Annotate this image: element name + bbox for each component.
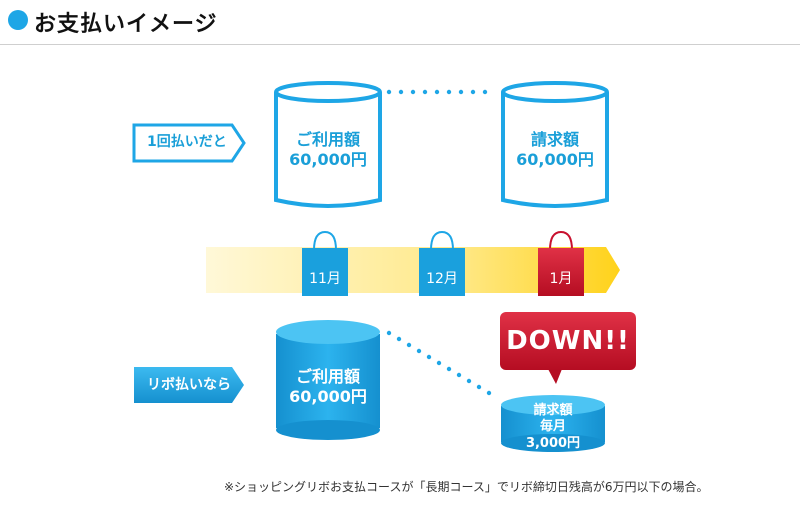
- billing-single-line2: 60,000円: [516, 150, 594, 169]
- month-label-dec: 12月: [426, 271, 458, 287]
- row-label-revolving-text: リボ払いなら: [147, 377, 231, 393]
- cylinder-usage-single: [274, 81, 382, 208]
- month-label-nov: 11月: [309, 271, 341, 287]
- row-label-ribbon-filled: [134, 367, 244, 403]
- footnote: ※ショッピングリボお支払コースが「長期コース」でリボ締切日残高が6万円以下の場合…: [224, 480, 709, 494]
- shopping-bag-icon: [538, 230, 584, 296]
- bullet-dot-icon: [8, 10, 28, 30]
- month-label-jan: 1月: [549, 271, 573, 287]
- cylinder-usage-revolving: [276, 320, 380, 440]
- dotted-connector-top: [386, 89, 488, 95]
- down-callout: [500, 312, 636, 384]
- cylinder-billing-single: [501, 81, 609, 208]
- dotted-connector-bottom: [386, 330, 492, 396]
- usage-revolving-line1: ご利用額: [295, 367, 360, 386]
- usage-revolving-line2: 60,000円: [289, 387, 367, 406]
- section-header: お支払いイメージ: [0, 0, 800, 45]
- shopping-bag-icon: [419, 230, 465, 296]
- billing-revolving-line3: 3,000円: [525, 435, 581, 451]
- page-title: お支払いイメージ: [34, 12, 218, 37]
- row-label-revolving: リボ払いなら: [135, 367, 243, 403]
- row-label-single: 1回払いだと: [135, 124, 243, 160]
- shopping-bag-icon: [302, 230, 348, 296]
- usage-single-line2: 60,000円: [289, 150, 367, 169]
- row-label-single-text: 1回払いだと: [147, 134, 227, 150]
- row-label-ribbon-outline: [132, 123, 246, 163]
- usage-single-line1: ご利用額: [295, 130, 360, 149]
- billing-revolving-line2: 毎月: [539, 419, 566, 435]
- cylinder-billing-revolving: [501, 395, 605, 452]
- billing-revolving-line1: 請求額: [533, 403, 573, 418]
- billing-revolving-text: 請求額 毎月 3,000円: [500, 403, 606, 452]
- billing-single-text: 請求額 60,000円: [503, 130, 607, 170]
- usage-revolving-text: ご利用額 60,000円: [276, 367, 380, 407]
- billing-single-line1: 請求額: [530, 130, 579, 149]
- down-callout-text: DOWN!!: [506, 326, 630, 356]
- usage-single-text: ご利用額 60,000円: [276, 130, 380, 170]
